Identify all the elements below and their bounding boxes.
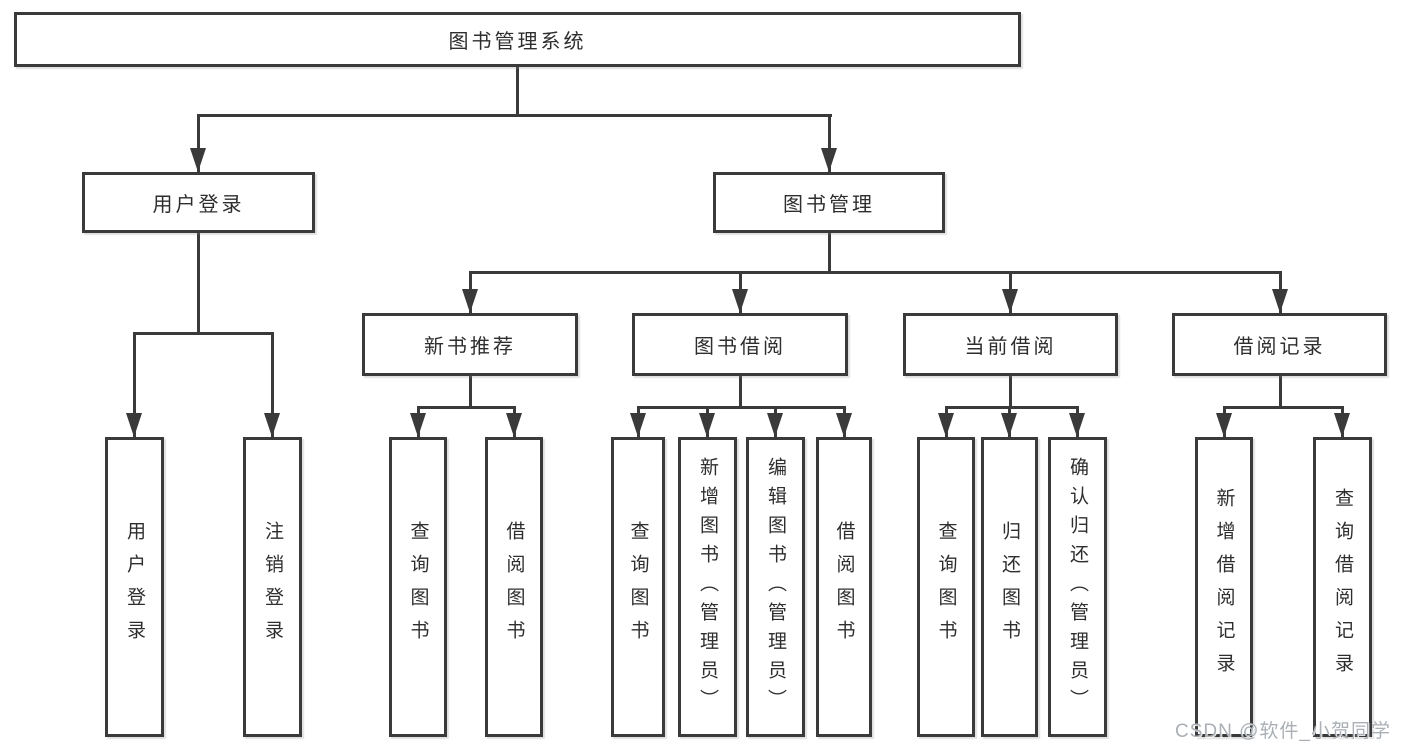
node-label: 编辑图书（管理员） xyxy=(765,456,786,718)
arrow-down-icon xyxy=(1001,413,1017,437)
arrow-down-icon xyxy=(630,413,646,437)
arrow-down-icon xyxy=(938,413,954,437)
connector-vline xyxy=(197,114,200,172)
node-label: 查询图书 xyxy=(627,521,649,653)
node-label: 借阅图书 xyxy=(833,521,855,653)
arrow-down-icon xyxy=(821,148,837,172)
node-label: 新增借阅记录 xyxy=(1213,488,1235,686)
connector-hline xyxy=(417,406,516,409)
arrow-down-icon xyxy=(190,148,206,172)
leaf-borrow-books: 借阅图书 xyxy=(816,437,872,737)
arrow-down-icon xyxy=(836,413,852,437)
arrow-down-icon xyxy=(126,413,142,437)
node-label: 注销登录 xyxy=(262,521,283,653)
arrow-down-icon xyxy=(732,289,748,313)
arrow-down-icon xyxy=(1272,289,1288,313)
node-current-borrow: 当前借阅 xyxy=(903,313,1118,376)
node-library-management-system: 图书管理系统 xyxy=(14,12,1021,67)
node-book-borrow: 图书借阅 xyxy=(632,313,848,376)
node-label: 借阅图书 xyxy=(503,521,525,653)
connector-vline xyxy=(516,67,519,117)
csdn-watermark: CSDN @软件_小贺同学 xyxy=(1175,721,1391,742)
arrow-down-icon xyxy=(462,289,478,313)
node-label: 用户登录 xyxy=(152,194,245,216)
node-label: 归还图书 xyxy=(999,521,1020,653)
arrow-down-icon xyxy=(264,413,280,437)
connector-hline xyxy=(945,406,1079,409)
arrow-down-icon xyxy=(506,413,522,437)
node-label: 查询借阅记录 xyxy=(1332,488,1353,686)
connector-hline xyxy=(133,332,274,335)
node-label: 新书推荐 xyxy=(424,336,516,358)
node-borrow-records: 借阅记录 xyxy=(1172,313,1387,376)
node-label: 新增图书（管理员） xyxy=(697,456,718,718)
connector-vline xyxy=(469,376,472,409)
leaf-query-borrow-record: 查询借阅记录 xyxy=(1313,437,1372,737)
leaf-rec-borrow-books: 借阅图书 xyxy=(485,437,543,737)
arrow-down-icon xyxy=(1002,289,1018,313)
connector-vline xyxy=(739,376,742,409)
connector-vline xyxy=(1009,376,1012,409)
connector-vline xyxy=(1279,376,1282,409)
connector-hline xyxy=(1223,406,1344,409)
leaf-edit-books-admin: 编辑图书（管理员） xyxy=(746,437,805,737)
connector-hline xyxy=(469,271,1282,274)
leaf-return-books: 归还图书 xyxy=(981,437,1038,737)
connector-vline xyxy=(133,332,136,437)
leaf-borrow-query-books: 查询图书 xyxy=(611,437,665,737)
connector-vline xyxy=(828,114,831,172)
arrow-down-icon xyxy=(410,413,426,437)
node-label: 查询图书 xyxy=(935,521,957,653)
arrow-down-icon xyxy=(767,413,783,437)
node-user-login: 用户登录 xyxy=(82,172,315,233)
node-label: 图书管理 xyxy=(783,194,875,216)
node-new-book-recommend: 新书推荐 xyxy=(362,313,578,376)
leaf-confirm-return-admin: 确认归还（管理员） xyxy=(1048,437,1107,737)
connector-vline xyxy=(271,332,274,437)
node-label: 用户登录 xyxy=(124,521,145,653)
connector-hline xyxy=(197,114,832,117)
leaf-add-borrow-record: 新增借阅记录 xyxy=(1195,437,1253,737)
node-label: 当前借阅 xyxy=(964,336,1057,358)
connector-vline xyxy=(828,233,831,274)
node-label: 图书管理系统 xyxy=(448,31,587,53)
arrow-down-icon xyxy=(1069,413,1085,437)
node-label: 图书借阅 xyxy=(694,336,786,358)
node-label: 借阅记录 xyxy=(1233,336,1326,358)
leaf-current-query-books: 查询图书 xyxy=(917,437,975,737)
arrow-down-icon xyxy=(1216,413,1232,437)
node-book-management: 图书管理 xyxy=(713,172,945,233)
node-label: 查询图书 xyxy=(407,521,429,653)
arrow-down-icon xyxy=(699,413,715,437)
leaf-rec-query-books: 查询图书 xyxy=(389,437,447,737)
leaf-user-login: 用户登录 xyxy=(105,437,164,737)
connector-hline xyxy=(637,406,846,409)
connector-vline xyxy=(197,233,200,335)
arrow-down-icon xyxy=(1334,413,1350,437)
leaf-logout: 注销登录 xyxy=(243,437,302,737)
leaf-add-books-admin: 新增图书（管理员） xyxy=(678,437,737,737)
node-label: 确认归还（管理员） xyxy=(1067,456,1088,718)
